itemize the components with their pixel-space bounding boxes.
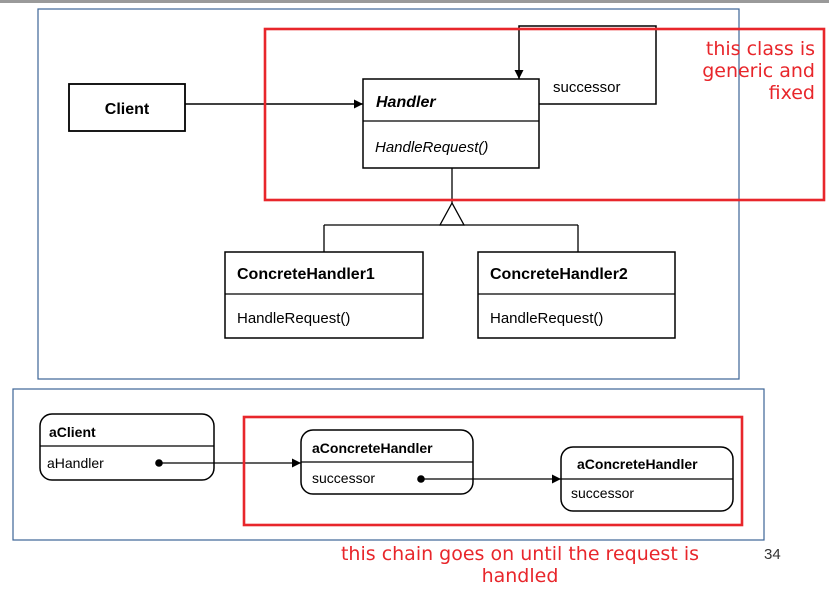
aclient-name: aClient — [49, 424, 96, 440]
chain-note: this chain goes on until the request is … — [340, 543, 699, 587]
generalization — [323, 168, 579, 252]
aconcretehandler-1-object: aConcreteHandler successor — [300, 429, 474, 495]
concrete-handler-2-operation: HandleRequest() — [490, 310, 603, 327]
top-rule — [0, 0, 829, 3]
client-class: Client — [68, 83, 186, 132]
aconcretehandler-1-name: aConcreteHandler — [312, 440, 433, 456]
aconcretehandler-2-field: successor — [571, 485, 634, 501]
client-class-name: Client — [105, 101, 150, 118]
handler-class: Handler HandleRequest() — [362, 78, 540, 169]
object-diagram-panel — [12, 388, 765, 541]
concrete-handler-2-name: ConcreteHandler2 — [490, 266, 628, 283]
generic-class-note: this class is generic and fixed — [702, 38, 815, 104]
concrete-handler-2-class: ConcreteHandler2 HandleRequest() — [477, 251, 676, 339]
chain-highlight-box — [242, 415, 744, 527]
page-number: 34 — [764, 546, 781, 563]
handler-class-name: Handler — [376, 94, 436, 111]
concrete-handler-1-operation: HandleRequest() — [237, 310, 350, 327]
aconcretehandler-1-field: successor — [312, 470, 375, 486]
successor-label: successor — [553, 79, 621, 96]
aclient-object: aClient aHandler — [39, 413, 215, 481]
successor-association — [514, 25, 657, 105]
aclient-field: aHandler — [47, 455, 104, 471]
handler-operation: HandleRequest() — [375, 139, 488, 156]
class-diagram-panel — [37, 8, 740, 380]
handler-highlight-box — [263, 27, 826, 202]
concrete-handler-1-name: ConcreteHandler1 — [237, 266, 375, 283]
aconcretehandler-2-name: aConcreteHandler — [577, 456, 698, 472]
concrete-handler-1-class: ConcreteHandler1 HandleRequest() — [224, 251, 424, 339]
aconcretehandler-2-object: aConcreteHandler successor — [560, 446, 734, 512]
